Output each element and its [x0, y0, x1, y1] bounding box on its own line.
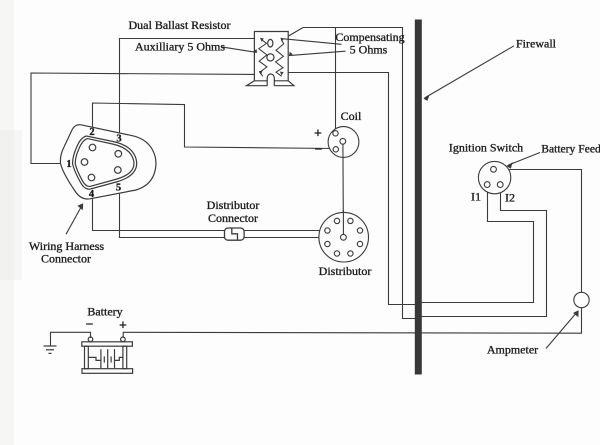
svg-text:5: 5 — [116, 183, 121, 194]
svg-text:3: 3 — [116, 133, 121, 144]
svg-text:+: + — [119, 318, 127, 333]
svg-text:I2: I2 — [505, 191, 515, 205]
svg-text:Wiring Harness: Wiring Harness — [29, 239, 104, 253]
svg-text:Ignition Switch: Ignition Switch — [449, 141, 523, 155]
svg-text:1: 1 — [66, 159, 71, 170]
svg-text:Coil: Coil — [341, 109, 362, 123]
svg-text:I1: I1 — [471, 190, 481, 204]
svg-text:Battery Feed: Battery Feed — [541, 143, 600, 156]
svg-text:−: − — [86, 317, 94, 332]
svg-text:Distributor: Distributor — [319, 264, 372, 278]
svg-text:Battery: Battery — [87, 305, 122, 319]
svg-text:+: + — [314, 126, 322, 141]
svg-text:Compensating: Compensating — [335, 30, 404, 44]
svg-text:−: − — [315, 142, 323, 157]
svg-text:Firewall: Firewall — [516, 37, 557, 51]
svg-text:Dual Ballast Resistor: Dual Ballast Resistor — [129, 18, 231, 32]
svg-text:Ampmeter: Ampmeter — [487, 343, 538, 357]
svg-text:4: 4 — [89, 189, 95, 200]
svg-text:Distributor: Distributor — [207, 198, 260, 212]
svg-text:Connector: Connector — [41, 252, 91, 266]
svg-text:5 Ohms: 5 Ohms — [350, 43, 388, 57]
svg-text:Connector: Connector — [208, 211, 258, 225]
svg-text:Auxilliary 5 Ohms: Auxilliary 5 Ohms — [135, 40, 225, 54]
svg-text:2: 2 — [89, 127, 94, 138]
